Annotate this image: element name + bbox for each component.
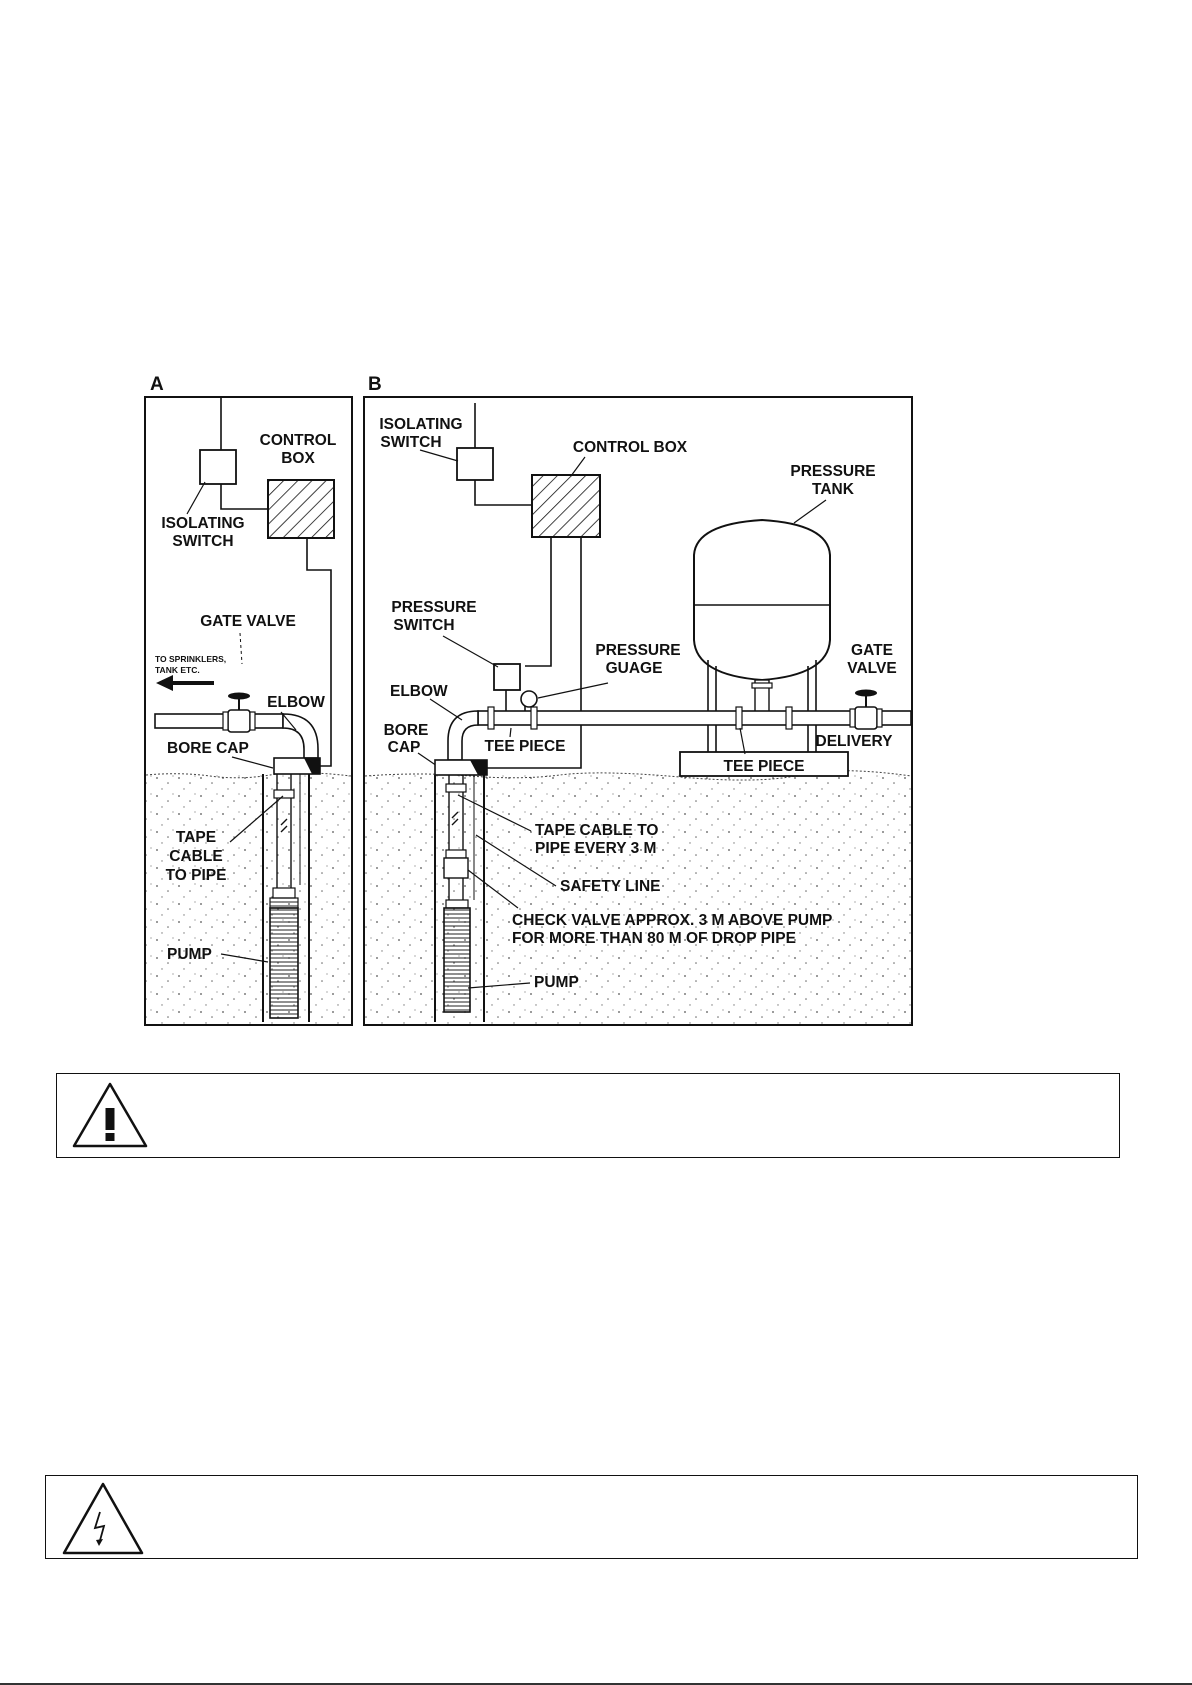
- electrical-warning-box: [45, 1475, 1138, 1559]
- panel-b-control-box: [531, 474, 601, 538]
- panel-b-control-box-label: CONTROL BOX: [573, 439, 688, 456]
- panel-b-check-valve: [443, 857, 469, 879]
- panel-a-isolating-switch-label-1: ISOLATING: [161, 515, 244, 532]
- panel-a-pump-label: PUMP: [167, 946, 212, 963]
- panel-a-bore-cap-label: BORE CAP: [167, 740, 249, 757]
- panel-b-isolating-switch: [456, 447, 494, 481]
- panel-b-elbow-label: ELBOW: [390, 683, 448, 700]
- panel-b-bore-cap-label-2: CAP: [388, 739, 421, 756]
- panel-b-gate-valve: [849, 689, 883, 730]
- panel-b-check-valve-label-2: FOR MORE THAN 80 M OF DROP PIPE: [512, 930, 796, 947]
- panel-a-gate-valve: [222, 692, 256, 733]
- panel-b-pressure-switch: [493, 663, 521, 691]
- panel-b-pressure-switch-label-1: PRESSURE: [391, 599, 476, 616]
- caution-box: [56, 1073, 1120, 1158]
- panel-b-pump-label: PUMP: [534, 974, 579, 991]
- panel-b-pump: [443, 907, 471, 1013]
- panel-b-gate-valve-label-2: VALVE: [847, 660, 896, 677]
- panel-b-isolating-switch-label-1: ISOLATING: [379, 416, 462, 433]
- panel-b-tee-piece-base-label: TEE PIECE: [724, 758, 805, 775]
- panel-a-soil: [146, 775, 351, 1024]
- panel-b-frame: [363, 396, 913, 1026]
- panel-a-to-sprinklers-1: TO SPRINKLERS,: [155, 654, 226, 664]
- panel-b-pump-cable: [487, 537, 582, 769]
- panel-a-frame: [144, 396, 353, 1026]
- panel-b-bore-cap-label-1: BORE: [384, 722, 429, 739]
- panel-b-pressure-gauge-label-1: PRESSURE: [595, 642, 680, 659]
- panel-a-tape-cable-label-1: TAPE: [176, 829, 216, 846]
- panel-a-isolating-switch: [199, 449, 237, 485]
- panel-a-control-box-label-2: BOX: [281, 450, 315, 467]
- panel-a-to-sprinklers-2: TANK ETC.: [155, 665, 200, 675]
- panel-a-delivery-pipe: [154, 713, 284, 729]
- panel-a-flow-arrow-icon: [156, 675, 173, 691]
- high-voltage-icon: [62, 1482, 144, 1555]
- panel-b-pressure-tank-label-1: PRESSURE: [790, 463, 875, 480]
- panel-a: A CONTROL BOX ISOLATING SWITCH GATE VALV…: [144, 374, 353, 1026]
- panel-a-tape-cable-label-2: CABLE: [169, 848, 222, 865]
- panel-b-gate-valve-label-1: GATE: [851, 642, 893, 659]
- panel-a-control-box: [267, 479, 335, 539]
- panel-b-pressure-gauge-label-2: GUAGE: [606, 660, 663, 677]
- panel-a-pump-cable: [306, 538, 332, 767]
- panel-b-switch-wire: [525, 537, 552, 667]
- panel-b-pressure-tank-label-2: TANK: [812, 481, 855, 498]
- panel-b-letter: B: [368, 374, 382, 395]
- panel-b-pressure-gauge: [520, 690, 538, 708]
- panel-b-pressure-switch-label-2: SWITCH: [393, 617, 454, 634]
- panel-b-tape-cable-label-2: PIPE EVERY 3 M: [535, 840, 656, 857]
- warning-exclamation-icon: [72, 1082, 148, 1148]
- panel-b-elbow: [447, 710, 479, 761]
- panel-a-tape-cable-label-3: TO PIPE: [166, 867, 227, 884]
- panel-b-tank-base: [679, 751, 849, 777]
- panel-b-tape-cable-label-1: TAPE CABLE TO: [535, 822, 658, 839]
- panel-b-safety-line-label: SAFETY LINE: [560, 878, 660, 895]
- panel-a-elbow-label: ELBOW: [267, 694, 325, 711]
- panel-a-isolating-switch-label-2: SWITCH: [172, 533, 233, 550]
- panel-a-gate-valve-label: GATE VALVE: [200, 613, 296, 630]
- panel-a-pump: [269, 907, 299, 1019]
- panel-b-tee-piece-label: TEE PIECE: [485, 738, 566, 755]
- panel-b-delivery-label: DELIVERY: [816, 733, 894, 750]
- panel-b-pressure-tank: [693, 518, 831, 682]
- panel-a-control-box-label-1: CONTROL: [260, 432, 337, 449]
- panel-b-check-valve-label-1: CHECK VALVE APPROX. 3 M ABOVE PUMP: [512, 912, 832, 929]
- page-bottom-rule: [0, 1683, 1192, 1685]
- panel-b: B ISOLATING SWITCH CONTROL BOX PRESSURE …: [363, 374, 913, 1026]
- panel-b-isolating-switch-label-2: SWITCH: [380, 434, 441, 451]
- panel-a-letter: A: [150, 374, 164, 395]
- panel-b-delivery-pipe: [477, 710, 912, 726]
